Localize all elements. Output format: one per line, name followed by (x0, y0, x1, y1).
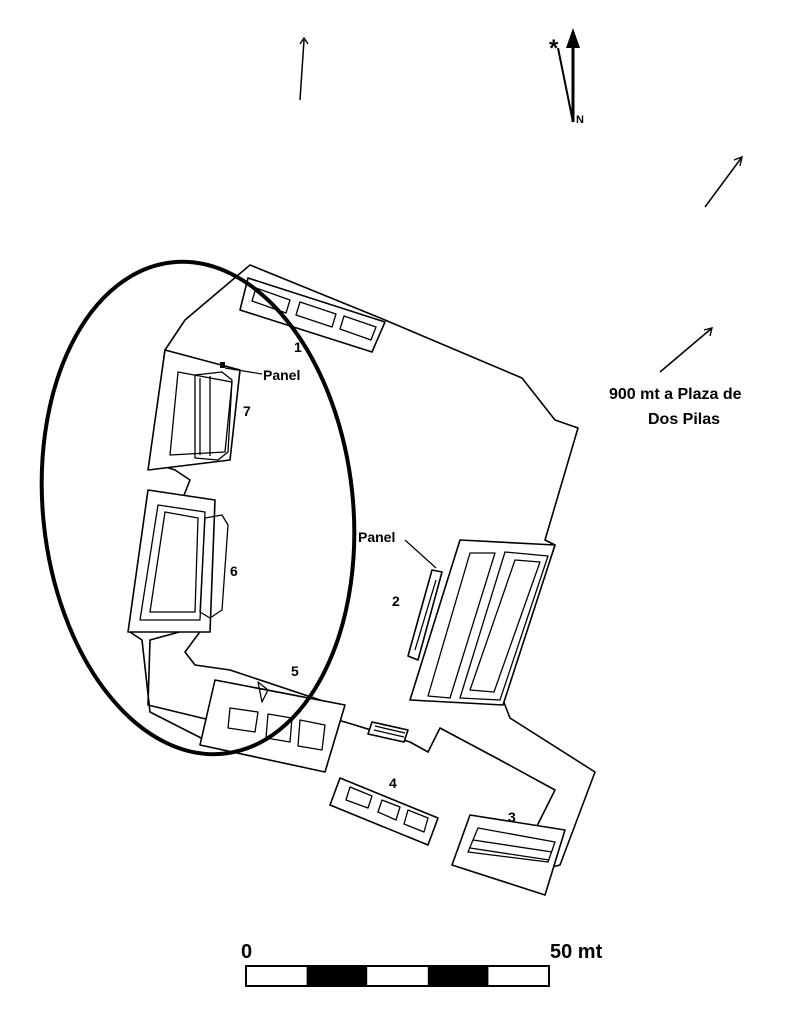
structure-1 (239, 277, 386, 353)
structure-6 (127, 489, 229, 633)
structure-1-label: 1 (294, 339, 302, 355)
structure-6-label: 6 (230, 563, 238, 579)
scale-end-label: 50 mt (550, 941, 603, 963)
structure-7-label: 7 (243, 403, 251, 419)
magnetic-north-arrow (299, 36, 309, 101)
panel-leader-2 (404, 539, 437, 569)
scale-start-label: 0 (241, 941, 252, 963)
direction-arrow-upper (704, 155, 743, 208)
structure-3-label: 3 (508, 809, 516, 825)
scale-bar (245, 965, 550, 987)
highlighted-area-circle (39, 259, 357, 757)
structure-4-label: 4 (389, 775, 397, 791)
direction-note-line-2: Dos Pilas (648, 411, 720, 428)
structure-2-label: 2 (392, 593, 400, 609)
direction-arrow-plaza (659, 327, 713, 373)
north-arrow (557, 28, 580, 123)
structure-4 (329, 777, 439, 846)
structure-2 (407, 539, 556, 706)
panel-label-2: Panel (358, 529, 395, 545)
structure-7 (147, 349, 241, 471)
panel-leader-7 (224, 367, 263, 375)
panel-label-7: Panel (263, 367, 300, 383)
direction-note-line-1: 900 mt a Plaza de (609, 386, 742, 403)
north-label: N (576, 114, 584, 126)
structure-5-label: 5 (291, 663, 299, 679)
structure-3 (451, 814, 566, 896)
small-platform (367, 721, 409, 743)
structure-5 (199, 679, 346, 773)
north-star: * (549, 35, 559, 62)
